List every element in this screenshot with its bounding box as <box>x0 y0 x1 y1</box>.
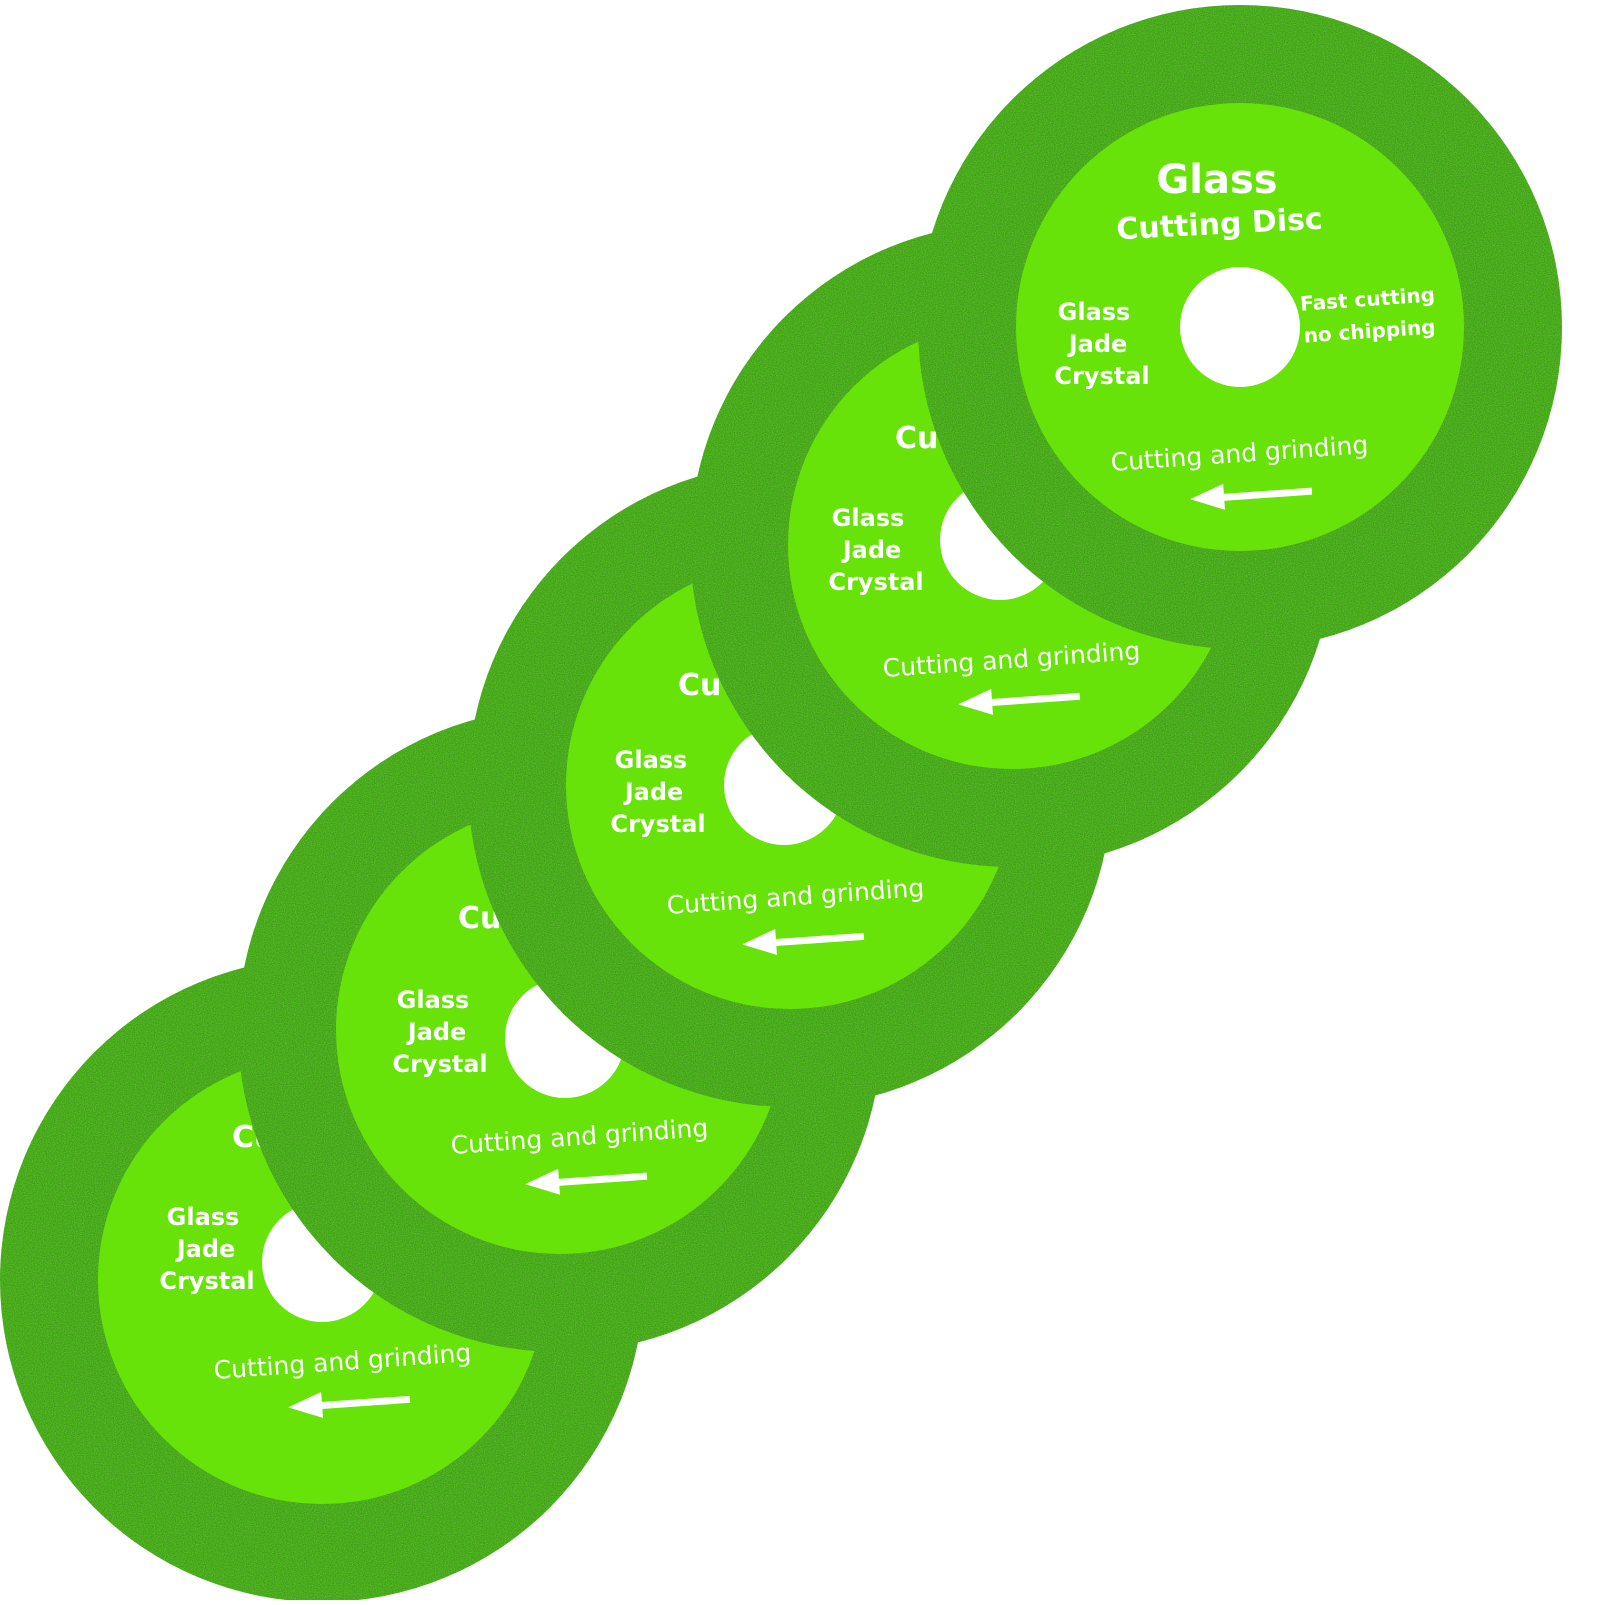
disc-title-partial: Cu <box>678 668 721 703</box>
material-jade: Jade <box>175 1235 236 1263</box>
material-glass: Glass <box>1058 298 1131 326</box>
material-glass: Glass <box>167 1203 240 1231</box>
material-glass: Glass <box>615 746 688 774</box>
material-crystal: Crystal <box>392 1050 487 1078</box>
material-jade: Jade <box>841 536 902 564</box>
arrow-left-icon <box>525 1168 648 1195</box>
disc-5: Glass Cutting Disc Glass Jade Crystal Fa… <box>918 5 1562 649</box>
arrow-left-icon <box>1190 483 1313 510</box>
material-jade: Jade <box>1067 330 1128 358</box>
arrow-left-icon <box>288 1391 411 1418</box>
disc-title: Glass <box>1156 157 1277 203</box>
material-crystal: Crystal <box>1054 362 1149 390</box>
arrow-left-icon <box>958 688 1081 715</box>
material-glass: Glass <box>397 986 470 1014</box>
material-crystal: Crystal <box>159 1267 254 1295</box>
disc-title-partial: Cu <box>895 421 938 456</box>
material-crystal: Crystal <box>828 568 923 596</box>
arbor-hole <box>1180 267 1300 387</box>
material-crystal: Crystal <box>610 810 705 838</box>
material-jade: Jade <box>406 1018 467 1046</box>
arrow-left-icon <box>742 929 865 955</box>
material-jade: Jade <box>623 778 684 806</box>
material-glass: Glass <box>832 504 905 532</box>
